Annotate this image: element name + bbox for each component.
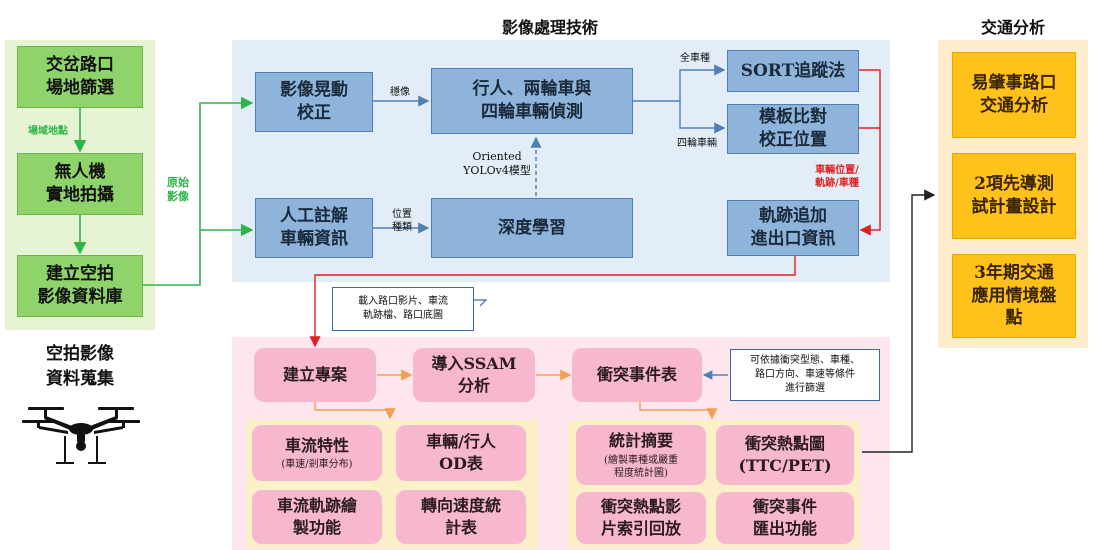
manual-annotation-box: 人工註解 車輛資訊: [255, 198, 373, 258]
orange-arrows: [314, 369, 718, 420]
trajectory-entry-box: 軌跡追加 進出口資訊: [727, 200, 859, 256]
label-position-type: 位置 種類: [392, 209, 412, 233]
object-detection-box: 行人、兩輪車與 四輪車輛偵測: [431, 68, 633, 134]
flow-characteristics-sublabel: (車速/剎車分布): [281, 459, 353, 471]
blue-arrows: [373, 64, 726, 234]
label-all-vehicle-types: 全車種: [680, 53, 710, 64]
drone-filming-box: 無人機 實地拍攝: [17, 153, 143, 215]
conflict-export-box: 衝突事件 匯出功能: [716, 492, 854, 544]
accident-intersection-box: 易肇事路口 交通分析: [952, 52, 1076, 138]
green-arrows: [73, 96, 254, 286]
turning-speed-box: 轉向速度統 計表: [396, 490, 526, 544]
intersection-screening-box: 交岔路口 場地篩選: [17, 46, 143, 108]
od-table-box: 車輛/行人 OD表: [396, 425, 526, 481]
deep-learning-box: 深度學習: [431, 198, 633, 258]
image-processing-title: 影像處理技術: [501, 18, 598, 37]
statistics-summary-box: 統計摘要 (繪製車種或嚴重 程度統計圖): [576, 425, 706, 485]
scenario-inventory-box: 3年期交通 應用情境盤 點: [952, 254, 1076, 338]
template-matching-box: 模板比對 校正位置: [727, 104, 859, 154]
aerial-collection-title: 空拍影像 資料蒐集: [46, 344, 114, 389]
label-stabilized: 穩像: [390, 87, 410, 98]
label-yolo-model: Oriented YOLOv4模型: [463, 150, 531, 178]
pilot-test-box: 2項先導測 試計畫設計: [952, 153, 1076, 239]
statistics-summary-sublabel: (繪製車種或嚴重 程度統計圖): [604, 454, 678, 479]
import-ssam-box: 導入SSAM 分析: [413, 348, 535, 402]
label-vehicle-position: 車輛位置/ 軌跡/車種: [815, 165, 859, 189]
drone-icon: [22, 407, 140, 464]
flow-characteristics-label: 車流特性: [284, 435, 349, 455]
aerial-database-box: 建立空拍 影像資料庫: [17, 255, 143, 317]
filter-conditions-note: 可依據衝突型態、車種、 路口方向、車速等條件 進行篩選: [730, 349, 880, 401]
label-site-location: 場域地點: [28, 126, 68, 137]
label-raw-image: 原始 影像: [167, 176, 189, 204]
image-stabilization-box: 影像晃動 校正: [255, 72, 373, 132]
black-arrow: [862, 189, 936, 453]
flow-characteristics-box: 車流特性 (車速/剎車分布): [252, 425, 382, 481]
hotspot-video-box: 衝突熱點影 片索引回放: [576, 492, 706, 544]
red-arrows: [309, 69, 881, 348]
conflict-table-box: 衝突事件表: [572, 348, 702, 402]
conflict-heatmap-box: 衝突熱點圖 (TTC/PET): [716, 425, 854, 485]
create-project-box: 建立專案: [254, 348, 376, 402]
import-data-note: 載入路口影片、車流 軌跡檔、路口底圖: [332, 287, 474, 331]
sort-tracking-box: SORT追蹤法: [727, 50, 859, 92]
statistics-summary-label: 統計摘要: [608, 431, 673, 451]
label-four-wheel-vehicles: 四輪車輛: [677, 138, 717, 149]
trajectory-drawing-box: 車流軌跡繪 製功能: [252, 490, 382, 544]
traffic-analysis-title: 交通分析: [980, 18, 1045, 37]
